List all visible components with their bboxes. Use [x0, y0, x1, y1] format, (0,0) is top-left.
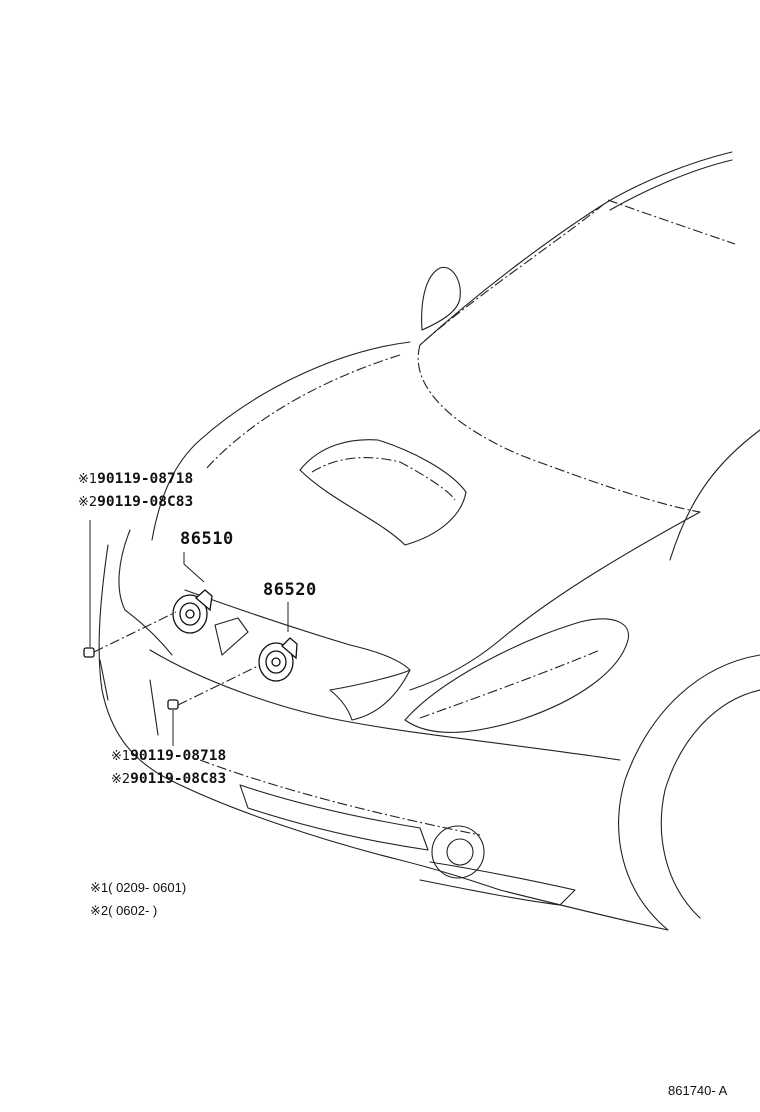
wheel-arch — [618, 654, 760, 931]
ref-mark: ※1 — [78, 472, 98, 487]
bumper-lower-line — [199, 759, 481, 836]
grille-emblem — [329, 669, 411, 721]
a-pillar — [419, 203, 605, 346]
bumper-outline — [98, 544, 669, 931]
lower-bolt-ref-1: ※190119-08718 — [111, 748, 226, 764]
wheel-arch-inner — [660, 689, 760, 919]
horn-86520 — [258, 637, 298, 682]
roof-line — [419, 151, 733, 346]
body-side — [669, 429, 760, 561]
upper-bolt-ref-1: ※190119-08718 — [78, 471, 193, 487]
hood-scoop-inner — [311, 457, 456, 501]
windshield-line — [607, 199, 736, 245]
fog-light-inner — [446, 838, 474, 866]
headlight — [404, 618, 630, 733]
ref-mark: ※2 — [111, 772, 131, 787]
horn-bracket — [214, 617, 249, 656]
note-2: ※2( 0602- ) — [90, 903, 158, 918]
leader-86510 — [183, 552, 205, 583]
bolt-lower — [167, 699, 179, 710]
ref-mark: ※2 — [78, 495, 98, 510]
ref-mark: ※1 — [111, 749, 131, 764]
horn-86510 — [172, 589, 213, 634]
part-label-86520: 86520 — [263, 580, 317, 600]
ref-part-number: 90119-08C83 — [130, 771, 227, 787]
part-label-86510: 86510 — [180, 529, 234, 549]
roof-line-inner — [609, 159, 733, 211]
lower-bolt-ref-2: ※290119-08C83 — [111, 771, 226, 787]
lower-spoiler — [419, 861, 576, 906]
grille-upper — [184, 589, 411, 671]
bolt-upper — [83, 647, 95, 658]
figure-code: 861740- A — [668, 1083, 728, 1098]
bolt-lower-assembly-line — [177, 664, 261, 706]
lower-intake — [239, 784, 429, 851]
bumper-top — [149, 649, 621, 761]
hood-center — [417, 344, 701, 513]
note-1: ※1( 0209- 0601) — [90, 880, 187, 895]
headlight-inner — [419, 649, 601, 719]
hood-edge — [151, 341, 411, 541]
plate-bracket — [149, 679, 159, 736]
hood-crease — [204, 354, 401, 471]
upper-bolt-ref-2: ※290119-08C83 — [78, 494, 193, 510]
ref-part-number: 90119-08C83 — [97, 494, 194, 510]
bumper-slot — [99, 659, 109, 701]
side-mirror — [421, 266, 461, 331]
ref-part-number: 90119-08718 — [130, 748, 227, 764]
hood-scoop — [299, 439, 467, 546]
bumper-left-edge — [118, 529, 173, 656]
bolt-upper-assembly-line — [93, 611, 177, 653]
fender-line — [409, 511, 701, 691]
ref-part-number: 90119-08718 — [97, 471, 194, 487]
fog-light-outer — [431, 825, 485, 879]
